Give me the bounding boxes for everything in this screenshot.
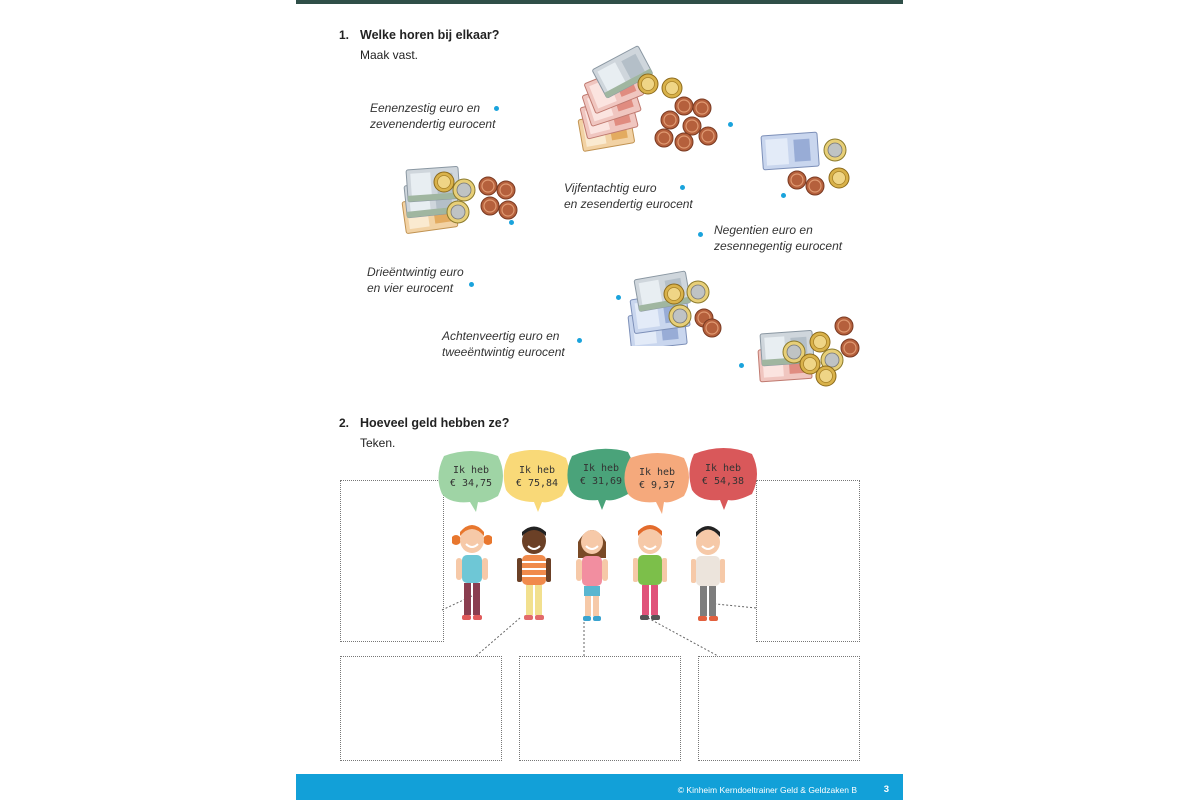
bubble-text: Ik heb€ 34,75 — [449, 465, 493, 489]
page-number: 3 — [883, 784, 889, 795]
connection-dot[interactable] — [577, 338, 582, 343]
speech-bubble-shape — [567, 448, 634, 510]
question-1-number: 1. — [339, 28, 350, 42]
speech-bubble-shape — [624, 453, 689, 514]
speech-bubble-4: Ik heb€ 9,37 — [622, 452, 692, 514]
speech-bubble-shape — [438, 451, 503, 512]
bubble-text: Ik heb€ 75,84 — [515, 465, 559, 489]
drawing-box-right[interactable] — [756, 480, 860, 642]
connection-dot[interactable] — [680, 185, 685, 190]
connection-dot[interactable] — [728, 122, 733, 127]
speech-bubble-1: Ik heb€ 34,75 — [436, 450, 506, 512]
bubble-text: Ik heb€ 9,37 — [638, 467, 676, 491]
child-figure-boy-white — [691, 526, 725, 621]
connection-dot[interactable] — [781, 193, 786, 198]
drawing-box-bottom-right[interactable] — [698, 656, 860, 761]
child-figure-boy-striped — [517, 526, 551, 620]
drawing-box-left[interactable] — [340, 480, 444, 642]
child-figure-girl-pink — [576, 530, 608, 621]
connection-dot[interactable] — [494, 106, 499, 111]
question-2-number: 2. — [339, 416, 350, 430]
speech-bubble-shape — [689, 448, 757, 510]
question-1-instruction: Maak vast. — [360, 48, 419, 62]
footer-bar: © Kinheim Kerndoeltrainer Geld & Geldzak… — [296, 774, 903, 800]
speech-bubble-2: Ik heb€ 75,84 — [502, 450, 572, 512]
child-figure-boy-green — [633, 525, 667, 620]
connection-dot[interactable] — [698, 232, 703, 237]
speech-bubble-3: Ik heb€ 31,69 — [566, 448, 636, 510]
child-figure-girl-pigtails — [452, 525, 492, 620]
worksheet-page: 1. Welke horen bij elkaar? Maak vast. Ee… — [296, 0, 903, 800]
question-2-title: Hoeveel geld hebben ze? — [360, 416, 510, 430]
connection-dot[interactable] — [616, 295, 621, 300]
bubble-text: Ik heb€ 54,38 — [701, 463, 745, 487]
connection-dot[interactable] — [509, 220, 514, 225]
top-bar — [296, 0, 903, 4]
drawing-box-bottom-left[interactable] — [340, 656, 502, 761]
connector-lines — [441, 595, 757, 657]
bubble-text: Ik heb€ 31,69 — [579, 463, 623, 487]
question-1-title: Welke horen bij elkaar? — [360, 28, 500, 42]
connection-dot[interactable] — [469, 282, 474, 287]
copyright-text: © Kinheim Kerndoeltrainer Geld & Geldzak… — [677, 785, 857, 795]
drawing-box-bottom-center[interactable] — [519, 656, 681, 761]
question-2-instruction: Teken. — [360, 436, 396, 450]
speech-bubble-shape — [503, 450, 570, 512]
speech-bubble-5: Ik heb€ 54,38 — [688, 448, 758, 510]
connection-dot[interactable] — [739, 363, 744, 368]
